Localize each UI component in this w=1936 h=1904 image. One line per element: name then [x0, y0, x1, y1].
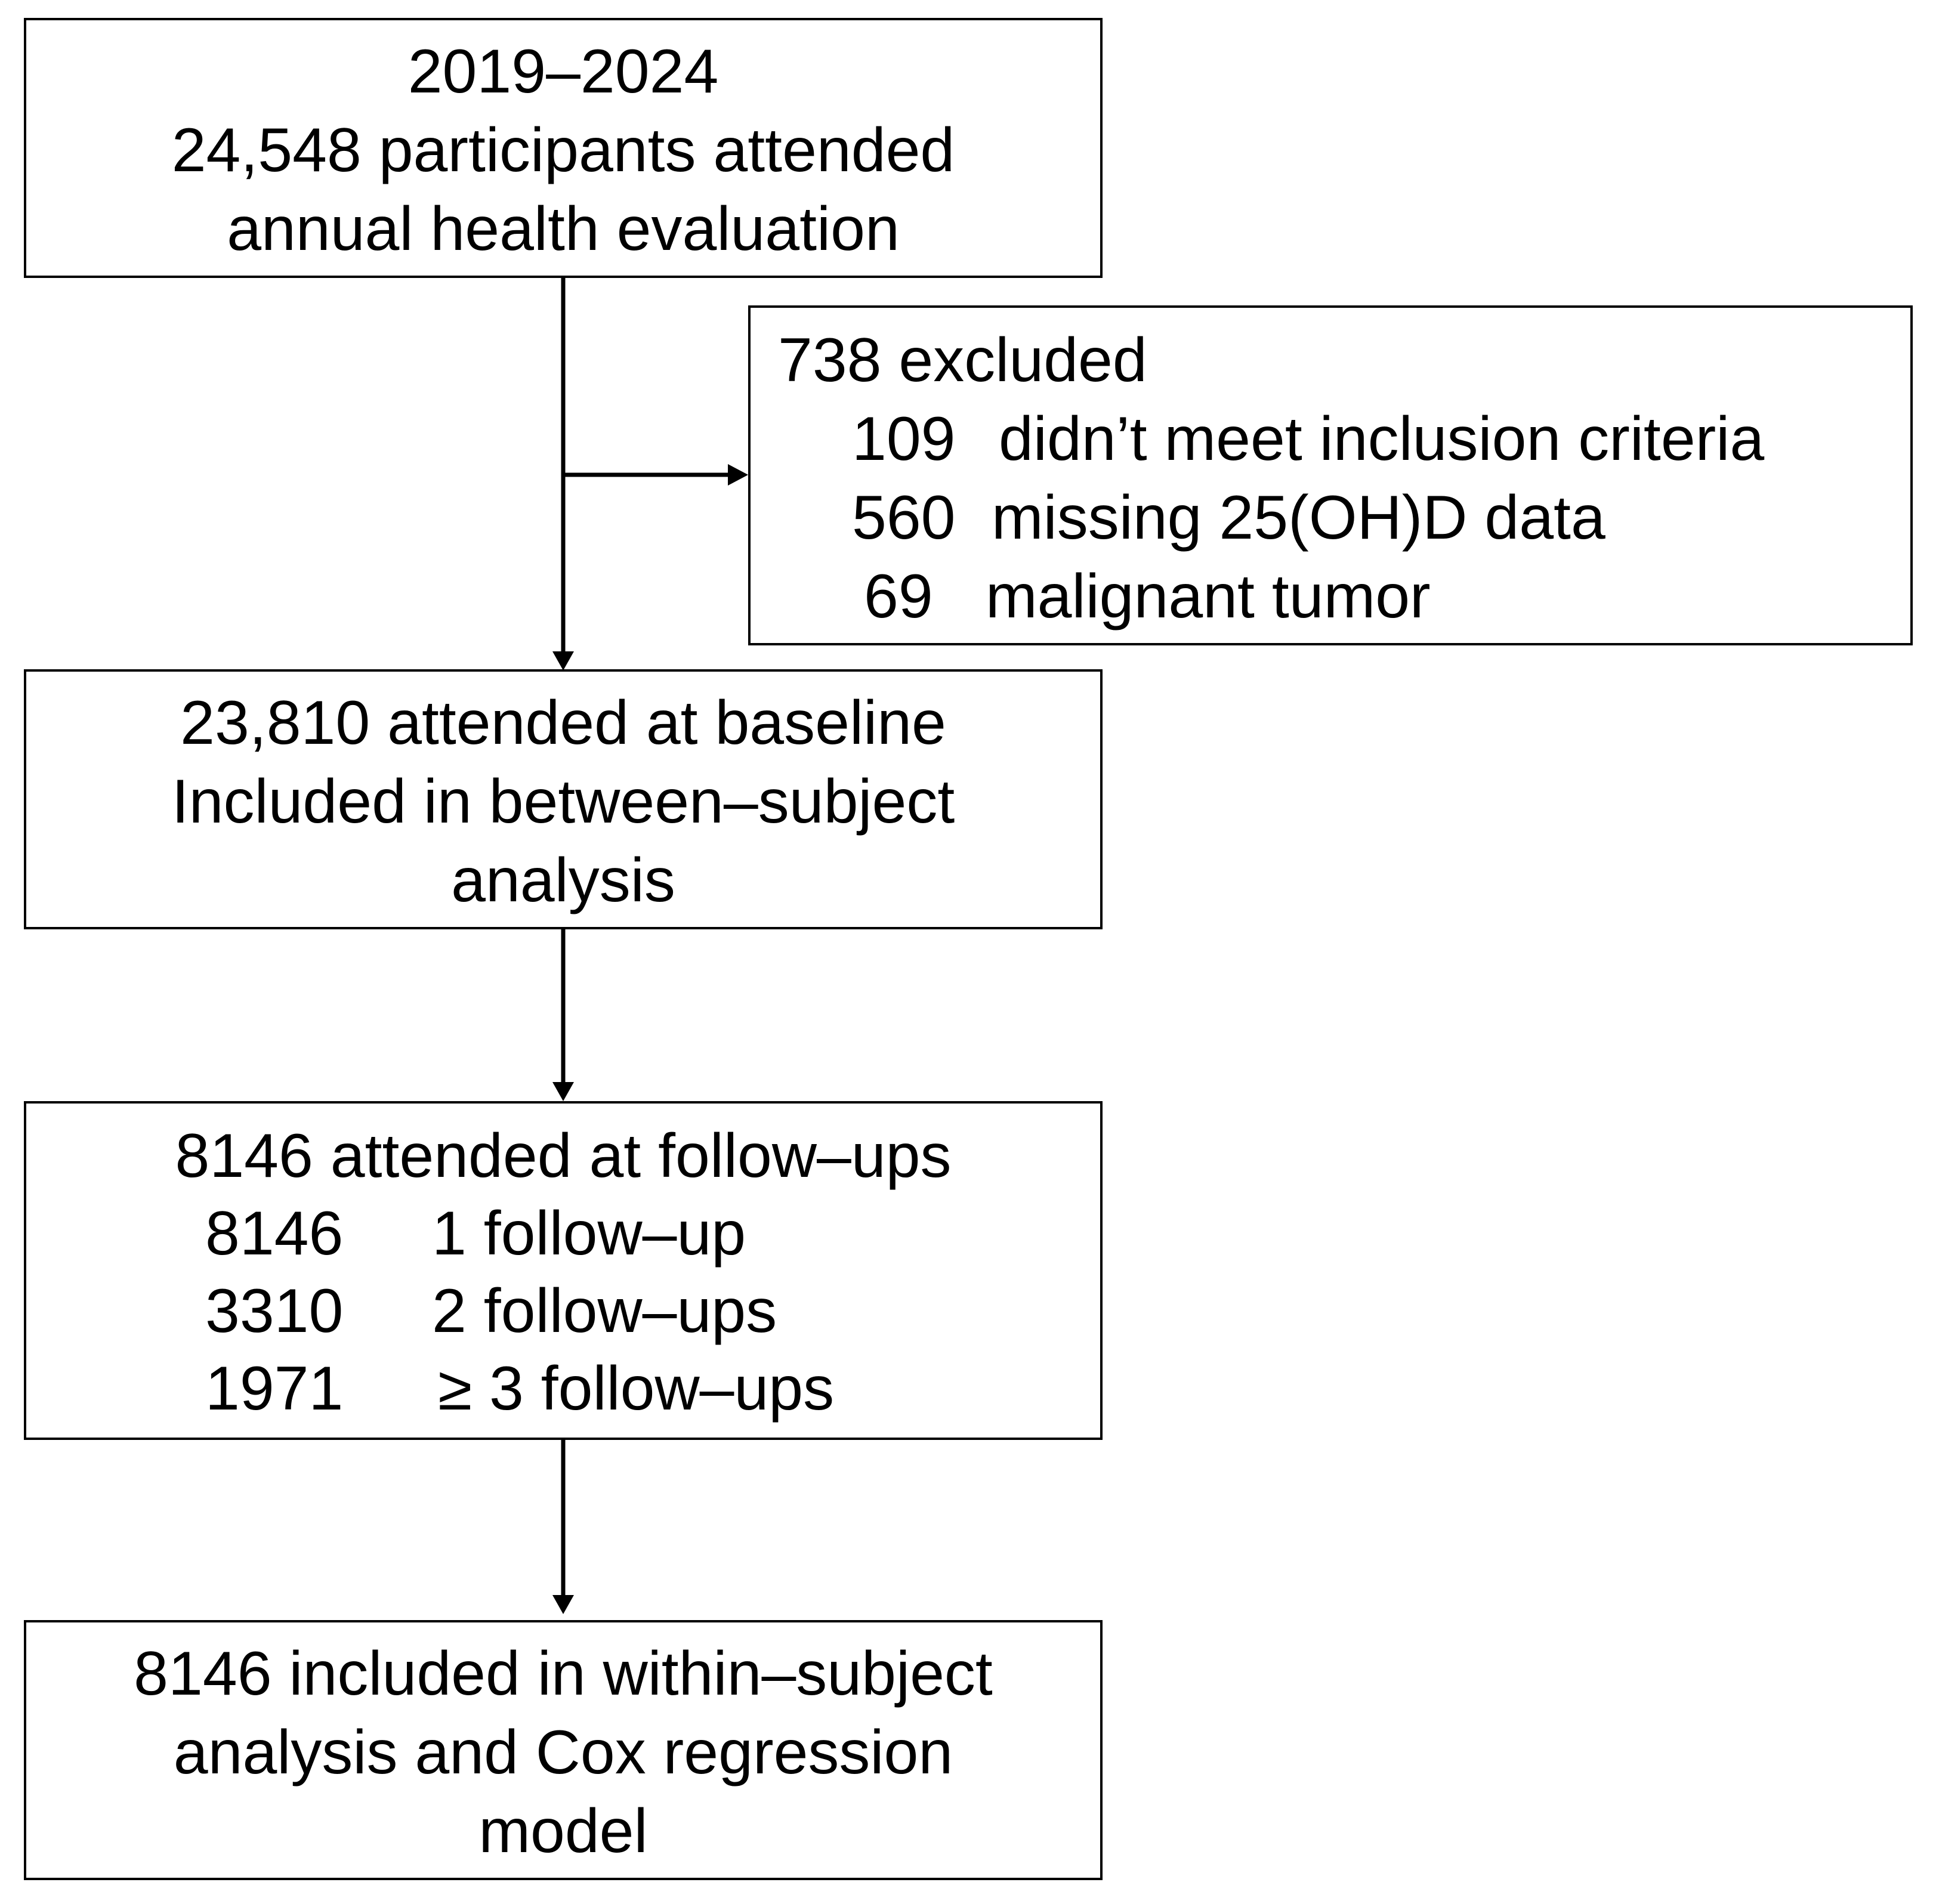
baseline-line-3: analysis — [451, 846, 675, 915]
followups-item-label: 1 follow–up — [432, 1199, 746, 1268]
followups-item-count: 3310 — [205, 1276, 344, 1346]
followups-item-count: 8146 — [205, 1199, 344, 1268]
start-box: 2019–2024 24,548 participants attended a… — [24, 18, 1103, 278]
baseline-box: 23,810 attended at baseline Included in … — [24, 669, 1103, 929]
excluded-title: 738 excluded — [778, 321, 1147, 400]
start-line-2: 24,548 participants attended — [171, 116, 955, 185]
excluded-item-count: 560 — [852, 483, 956, 552]
arrowhead-final — [552, 1595, 574, 1614]
excluded-item-label: didn’t meet inclusion criteria — [999, 404, 1765, 474]
followups-item-label: ≥ 3 follow–ups — [438, 1354, 835, 1423]
followups-item-count: 1971 — [205, 1354, 344, 1423]
final-box: 8146 included in within–subject analysis… — [24, 1620, 1103, 1880]
followups-item-label: 2 follow–ups — [432, 1276, 777, 1346]
final-line-2: analysis and Cox regression — [173, 1718, 953, 1787]
start-line-3: annual health evaluation — [227, 194, 900, 264]
arrowhead-excluded — [728, 464, 748, 486]
arrowhead-baseline — [552, 651, 574, 670]
excluded-title-text: 738 excluded — [778, 326, 1147, 395]
followups-title: 8146 attended at follow–ups — [26, 1117, 1100, 1195]
excluded-item-label: malignant tumor — [986, 562, 1431, 631]
followups-title-text: 8146 attended at follow–ups — [175, 1121, 952, 1191]
baseline-line-1: 23,810 attended at baseline — [180, 688, 946, 758]
excluded-item-label: missing 25(OH)D data — [992, 483, 1605, 552]
arrowhead-followups — [552, 1082, 574, 1101]
baseline-line-2: Included in between–subject — [171, 767, 955, 836]
final-line-3: model — [478, 1797, 648, 1866]
excluded-item-count: 69 — [864, 562, 933, 631]
excluded-item-count: 109 — [852, 404, 956, 474]
start-line-1: 2019–2024 — [407, 37, 719, 106]
excluded-box: 738 excluded 109 didn’t meet inclusion c… — [748, 305, 1913, 645]
followups-box: 8146 attended at follow–ups 8146 1 follo… — [24, 1101, 1103, 1440]
final-line-1: 8146 included in within–subject — [134, 1639, 993, 1708]
